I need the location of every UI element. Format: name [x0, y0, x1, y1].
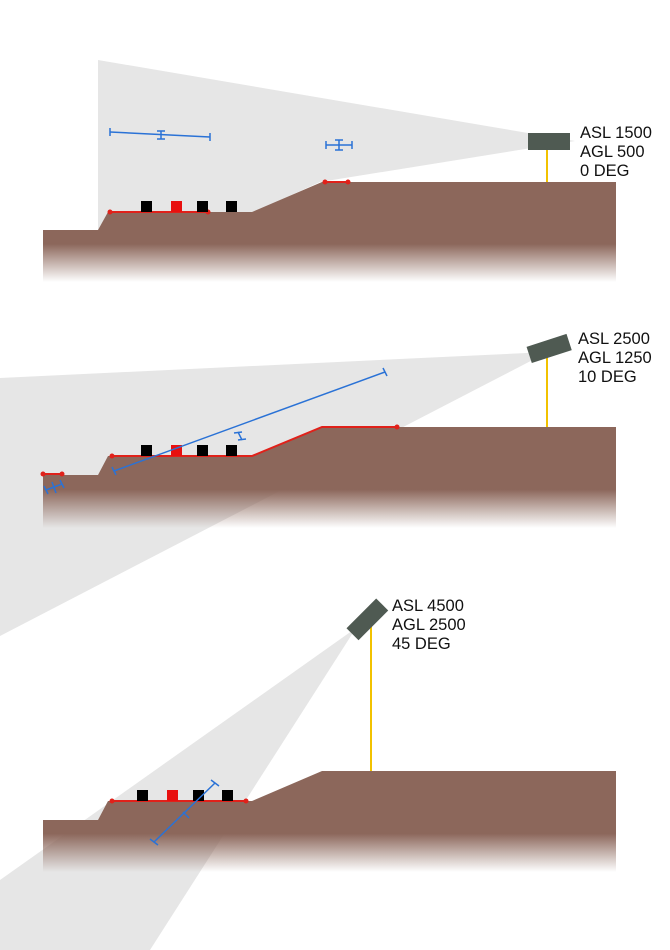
error-bar	[109, 128, 211, 141]
sensor-agl-label: AGL 2500	[392, 616, 466, 634]
panel-1: ASL 1500 AGL 500 0 DEG	[43, 60, 652, 282]
ground-marker-point	[107, 209, 113, 215]
ground-marker-point	[40, 471, 46, 477]
target-black	[226, 445, 237, 456]
ground-marker-point	[59, 471, 65, 477]
sensor-angle-label: 10 DEG	[578, 368, 637, 386]
target-red	[171, 201, 182, 212]
field-of-view	[98, 60, 575, 232]
ground-marker-point	[109, 798, 115, 804]
target-black	[141, 445, 152, 456]
target-black	[193, 790, 204, 801]
terrain	[43, 771, 616, 872]
sensor-angle-label: 45 DEG	[392, 635, 451, 653]
target-black	[197, 201, 208, 212]
ground-marker-point	[322, 179, 328, 185]
sensor-asl-label: ASL 4500	[392, 597, 464, 615]
target-black	[137, 790, 148, 801]
sensor-agl-label: AGL 1250	[578, 349, 652, 367]
error-bar	[149, 779, 220, 846]
target-black	[226, 201, 237, 212]
target-red	[167, 790, 178, 801]
panel-2: ASL 2500 AGL 1250 10 DEG	[0, 330, 652, 636]
sensor-icon	[526, 333, 572, 364]
sensor-asl-label: ASL 1500	[580, 124, 652, 142]
ground-marker-point	[345, 179, 351, 185]
error-bar	[111, 367, 388, 476]
ground-marker-point	[109, 453, 115, 459]
sensor-agl-label: AGL 500	[580, 143, 645, 161]
sensor-icon	[346, 598, 389, 641]
target-black	[141, 201, 152, 212]
target-black	[222, 790, 233, 801]
sensor-angle-label: 0 DEG	[580, 162, 630, 180]
target-red	[171, 445, 182, 456]
error-bar	[43, 479, 65, 495]
sensor-icon	[528, 133, 570, 150]
sensor-asl-label: ASL 2500	[578, 330, 650, 348]
target-black	[197, 445, 208, 456]
terrain	[43, 182, 616, 282]
ground-marker-point	[243, 798, 249, 804]
panel-3: ASL 4500 AGL 2500 45 DEG	[0, 597, 616, 950]
terrain	[43, 427, 616, 528]
ground-marker-point	[394, 424, 400, 430]
error-bar	[325, 139, 353, 151]
